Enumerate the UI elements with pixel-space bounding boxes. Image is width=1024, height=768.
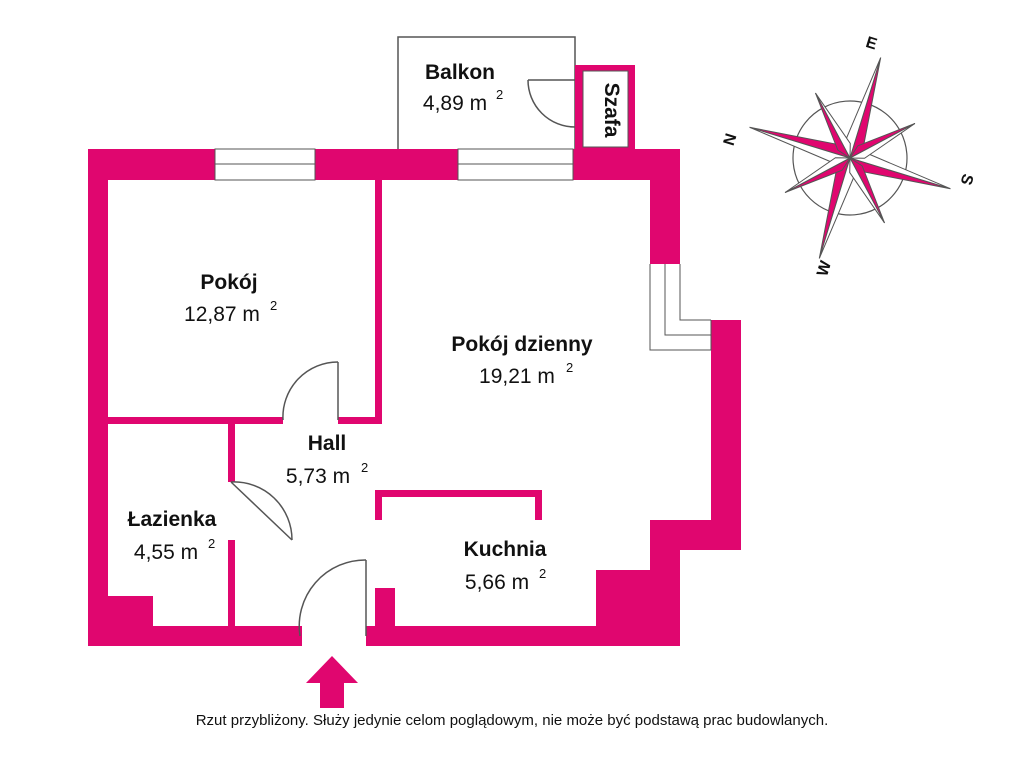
entrance-arrow-icon: [306, 656, 358, 708]
room-label-pokoj-dzienny: Pokój dzienny 19,21 m 2: [451, 333, 593, 388]
compass-south-label: S: [957, 172, 976, 187]
windows: [214, 148, 712, 351]
room-name: Łazienka: [128, 508, 217, 531]
compass-west-label: W: [814, 258, 835, 278]
room-name: Balkon: [425, 61, 495, 84]
room-label-kuchnia: Kuchnia 5,66 m 2: [464, 538, 547, 594]
room-area-unit-sup: 2: [539, 566, 546, 581]
room-area: 12,87 m: [184, 303, 260, 326]
room-label-hall: Hall 5,73 m 2: [286, 432, 368, 488]
room-area: 5,66 m: [465, 571, 529, 594]
compass-rose-icon: [749, 57, 951, 259]
room-area: 5,73 m: [286, 465, 350, 488]
room-label-pokoj: Pokój 12,87 m 2: [184, 271, 277, 326]
room-label-lazienka: Łazienka 4,55 m 2: [128, 508, 217, 564]
compass-north-label: N: [721, 132, 741, 148]
wardrobe: [575, 65, 635, 150]
room-name: Szafa: [600, 83, 623, 138]
compass-east-label: E: [864, 34, 879, 53]
room-name: Hall: [308, 432, 347, 455]
room-name: Pokój: [200, 271, 257, 294]
room-name: Kuchnia: [464, 538, 547, 561]
room-area: 4,89 m: [423, 92, 487, 115]
interior-walls: [108, 180, 542, 626]
disclaimer-text: Rzut przybliżony. Służy jedynie celom po…: [195, 712, 829, 729]
room-area-unit-sup: 2: [361, 460, 368, 475]
door-swings: [230, 361, 367, 637]
outer-walls: [88, 149, 741, 646]
room-area: 19,21 m: [479, 365, 555, 388]
room-label-szafa: Szafa: [600, 83, 623, 138]
room-area-unit-sup: 2: [496, 87, 503, 102]
room-name: Pokój dzienny: [451, 333, 593, 356]
room-area: 4,55 m: [134, 541, 198, 564]
room-area-unit-sup: 2: [566, 360, 573, 375]
room-area-unit-sup: 2: [208, 536, 215, 551]
room-area-unit-sup: 2: [270, 298, 277, 313]
room-label-balkon: Balkon 4,89 m 2: [423, 61, 503, 115]
balcony-door-swing: [527, 79, 576, 128]
